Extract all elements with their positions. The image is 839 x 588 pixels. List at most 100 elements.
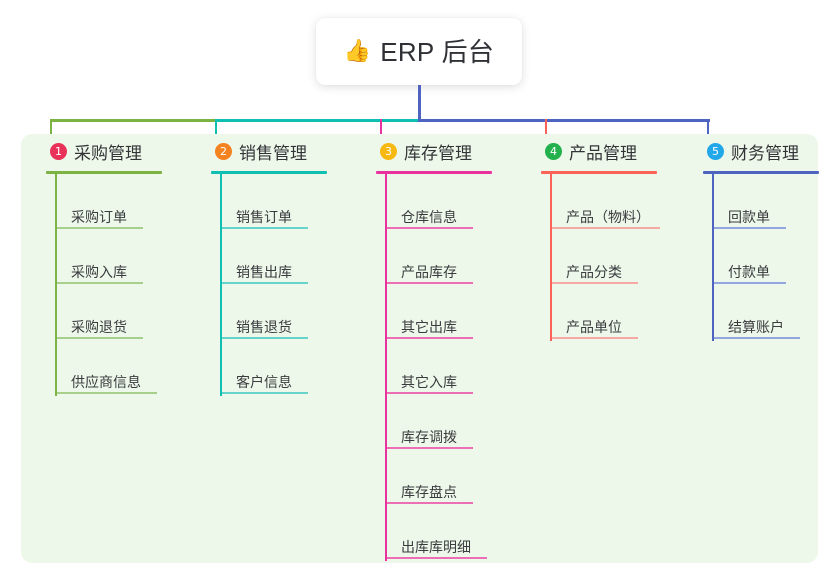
menu-item-rule — [222, 282, 308, 284]
menu-item-rule — [222, 337, 308, 339]
menu-item-rule — [387, 337, 473, 339]
menu-item-rule — [387, 227, 473, 229]
menu-item[interactable]: 回款单 — [714, 174, 819, 229]
menu-item[interactable]: 产品（物料） — [552, 174, 660, 229]
menu-item-rule — [552, 227, 660, 229]
menu-item-label: 库存调拨 — [401, 428, 457, 445]
root-node-card[interactable]: 👍 ERP 后台 — [316, 18, 522, 85]
category-header-rule — [211, 171, 327, 174]
category-number-badge: 2 — [215, 142, 232, 160]
category-title: 财务管理 — [731, 143, 799, 163]
menu-item-label: 结算账户 — [728, 318, 784, 335]
menu-item[interactable]: 付款单 — [714, 229, 819, 284]
menu-item-label: 其它入库 — [401, 373, 457, 390]
category-number-badge: 5 — [707, 142, 724, 160]
category-item-list: 仓库信息产品库存其它出库其它入库库存调拨库存盘点出库库明细 — [376, 174, 492, 561]
bus-segment-green — [50, 119, 217, 122]
menu-item-label: 产品（物料） — [566, 208, 650, 225]
root-node-content: 👍 ERP 后台 — [344, 32, 494, 69]
menu-item-label: 产品库存 — [401, 263, 457, 280]
menu-item-label: 出库库明细 — [401, 538, 471, 555]
menu-item-label: 销售退货 — [236, 318, 292, 335]
menu-item[interactable]: 其它出库 — [387, 284, 492, 339]
menu-item[interactable]: 客户信息 — [222, 339, 327, 394]
menu-item-rule — [387, 282, 473, 284]
category-title: 产品管理 — [569, 143, 637, 163]
branch-trunk-line — [220, 174, 222, 396]
category-header-rule — [541, 171, 657, 174]
menu-item[interactable]: 产品单位 — [552, 284, 657, 339]
menu-item-label: 采购订单 — [71, 208, 127, 225]
category-item-list: 采购订单采购入库采购退货供应商信息 — [46, 174, 162, 396]
menu-item[interactable]: 采购退货 — [57, 284, 162, 339]
category-header-3[interactable]: 3 库存管理 — [376, 134, 492, 168]
category-column-4: 4 产品管理产品（物料） 产品分类产品单位 — [541, 134, 660, 341]
menu-item[interactable]: 销售订单 — [222, 174, 327, 229]
menu-item-rule — [552, 337, 638, 339]
menu-item-label: 销售出库 — [236, 263, 292, 280]
menu-item-rule — [57, 392, 157, 394]
category-item-list: 回款单付款单结算账户 — [703, 174, 819, 341]
menu-item-label: 采购入库 — [71, 263, 127, 280]
category-header-rule — [376, 171, 492, 174]
menu-item-label: 销售订单 — [236, 208, 292, 225]
menu-item-label: 产品分类 — [566, 263, 622, 280]
menu-item[interactable]: 采购订单 — [57, 174, 162, 229]
menu-item[interactable]: 产品库存 — [387, 229, 492, 284]
category-number-badge: 1 — [50, 142, 67, 160]
category-column-5: 5 财务管理回款单付款单结算账户 — [703, 134, 819, 341]
category-column-3: 3 库存管理仓库信息产品库存其它出库其它入库库存调拨库存盘点出库库明细 — [376, 134, 492, 561]
menu-item[interactable]: 结算账户 — [714, 284, 819, 339]
menu-item[interactable]: 出库库明细 — [387, 504, 492, 559]
menu-item[interactable]: 其它入库 — [387, 339, 492, 394]
menu-item[interactable]: 仓库信息 — [387, 174, 492, 229]
menu-item[interactable]: 产品分类 — [552, 229, 657, 284]
root-stem-line — [418, 85, 421, 122]
category-header-5[interactable]: 5 财务管理 — [703, 134, 819, 168]
bus-segment-blue — [418, 119, 710, 122]
menu-item-label: 产品单位 — [566, 318, 622, 335]
category-item-list: 销售订单销售出库销售退货客户信息 — [211, 174, 327, 396]
category-title: 采购管理 — [74, 143, 142, 163]
branch-trunk-line — [55, 174, 57, 396]
menu-item-rule — [387, 502, 473, 504]
branch-trunk-line — [385, 174, 387, 561]
menu-item-label: 客户信息 — [236, 373, 292, 390]
category-number-badge: 4 — [545, 142, 562, 160]
category-header-rule — [46, 171, 162, 174]
menu-item-rule — [57, 337, 143, 339]
root-node-title: ERP 后台 — [380, 37, 495, 67]
category-header-1[interactable]: 1 采购管理 — [46, 134, 162, 168]
menu-item-rule — [714, 282, 786, 284]
menu-item-rule — [57, 227, 143, 229]
menu-item[interactable]: 供应商信息 — [57, 339, 162, 394]
menu-item-label: 回款单 — [728, 208, 770, 225]
menu-item-rule — [552, 282, 638, 284]
menu-item-label: 付款单 — [728, 263, 770, 280]
menu-item-label: 仓库信息 — [401, 208, 457, 225]
category-title: 库存管理 — [404, 143, 472, 163]
menu-item[interactable]: 采购入库 — [57, 229, 162, 284]
category-column-1: 1 采购管理采购订单采购入库采购退货供应商信息 — [46, 134, 162, 396]
menu-item-label: 其它出库 — [401, 318, 457, 335]
menu-item-rule — [714, 337, 800, 339]
menu-item-rule — [387, 447, 473, 449]
menu-item-label: 库存盘点 — [401, 483, 457, 500]
menu-item-label: 供应商信息 — [71, 373, 141, 390]
menu-item[interactable]: 库存盘点 — [387, 449, 492, 504]
branch-trunk-line — [712, 174, 714, 341]
menu-item-rule — [714, 227, 786, 229]
menu-item-label: 采购退货 — [71, 318, 127, 335]
category-item-list: 产品（物料） 产品分类产品单位 — [541, 174, 660, 341]
menu-item-rule — [222, 392, 308, 394]
menu-item[interactable]: 销售退货 — [222, 284, 327, 339]
category-header-4[interactable]: 4 产品管理 — [541, 134, 657, 168]
menu-item-rule — [387, 392, 473, 394]
category-number-badge: 3 — [380, 142, 397, 160]
thumbs-up-icon: 👍 — [343, 37, 372, 63]
menu-item[interactable]: 销售出库 — [222, 229, 327, 284]
menu-item[interactable]: 库存调拨 — [387, 394, 492, 449]
